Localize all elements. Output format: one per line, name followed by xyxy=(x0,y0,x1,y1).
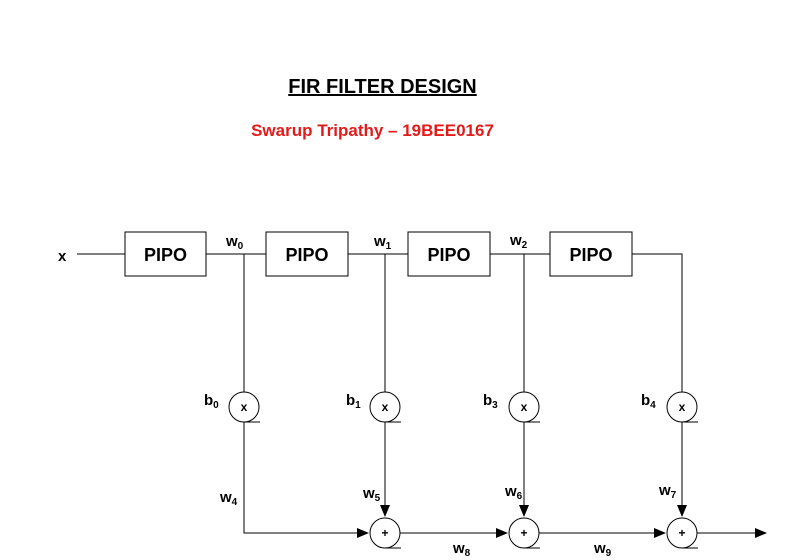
diagram-title: FIR FILTER DESIGN xyxy=(288,76,477,98)
wire-label-w4: w4 xyxy=(219,489,238,508)
multiplier-symbol: x xyxy=(679,400,686,414)
register-2: PIPO xyxy=(407,231,491,277)
wire-label-w5: w5 xyxy=(362,485,381,504)
wire-label-w6: w6 xyxy=(504,483,523,502)
wire-w4 xyxy=(243,422,369,538)
input-label: x xyxy=(58,248,67,265)
multiplier-0: x xyxy=(228,391,260,423)
adder-1: + xyxy=(508,517,540,549)
wire-label-w7: w7 xyxy=(658,482,677,501)
adder-0: + xyxy=(369,517,401,549)
multiplier-2: x xyxy=(508,391,540,423)
register-0: PIPO xyxy=(124,231,207,277)
register-label: PIPO xyxy=(144,245,187,265)
wire-label-w0: w0 xyxy=(225,233,244,252)
adder-symbol: + xyxy=(381,526,388,540)
coef-label-b4: b4 xyxy=(641,392,656,411)
wire-label-w9: w9 xyxy=(593,540,612,559)
multiplier-3: x xyxy=(666,391,698,423)
adder-symbol: + xyxy=(678,526,685,540)
adder-symbol: + xyxy=(520,526,527,540)
signal-wires xyxy=(77,253,767,538)
wire-label-w8: w8 xyxy=(452,540,471,559)
multiplier-symbol: x xyxy=(382,400,389,414)
register-label: PIPO xyxy=(285,245,328,265)
coef-label-b0: b0 xyxy=(204,392,219,411)
author-label: Swarup Tripathy – 19BEE0167 xyxy=(251,121,494,140)
coef-label-b1: b1 xyxy=(346,392,361,411)
register-label: PIPO xyxy=(427,245,470,265)
register-3: PIPO xyxy=(549,231,633,277)
wire-tap-3 xyxy=(632,253,683,392)
register-label: PIPO xyxy=(569,245,612,265)
coef-label-b3: b3 xyxy=(483,392,498,411)
multiplier-symbol: x xyxy=(241,400,248,414)
wire-label-w1: w1 xyxy=(373,233,392,252)
register-1: PIPO xyxy=(265,231,349,277)
adder-2: + xyxy=(666,517,698,549)
multiplier-1: x xyxy=(369,391,401,423)
wire-label-w2: w2 xyxy=(509,232,528,251)
multiplier-symbol: x xyxy=(521,400,528,414)
